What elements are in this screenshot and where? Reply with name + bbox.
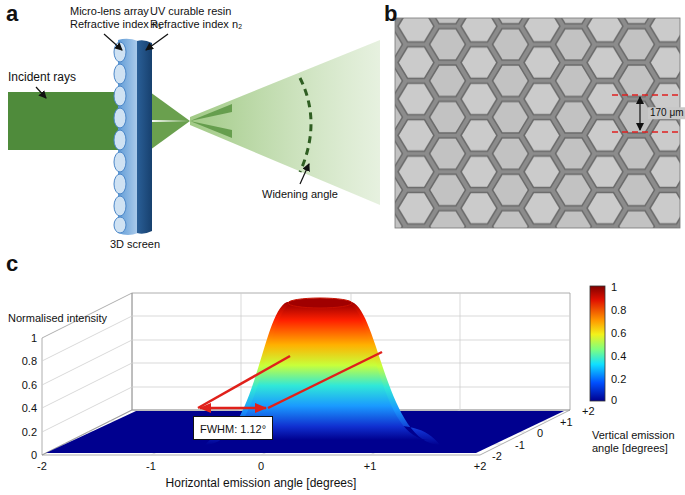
axis-tick: 0.2 <box>22 426 37 439</box>
axis-tick: +1 <box>560 416 573 429</box>
axis-title: Normalised intensity <box>8 312 107 325</box>
incident-beam <box>8 92 123 150</box>
axis-tick: 0 <box>258 460 264 473</box>
axis-tick: 0.6 <box>22 379 37 392</box>
colorbar-tick: 1 <box>611 281 617 294</box>
axis-tick: -1 <box>146 460 156 473</box>
part-name: Micro-lens array <box>70 5 149 18</box>
axis-tick: 0.8 <box>22 355 37 368</box>
colorbar-tick: 0.6 <box>611 327 626 340</box>
axis-tick: 1 <box>31 332 37 345</box>
colorbar-tick: 0.4 <box>611 350 626 363</box>
part-property: Refractive index n₁ <box>70 18 162 31</box>
axis-tick: 0.4 <box>22 402 37 415</box>
angle-arc <box>300 78 311 172</box>
part-name: UV curable resin <box>150 5 231 18</box>
focused-beam <box>150 121 190 150</box>
axis-tick: +1 <box>364 460 377 473</box>
colorbar-tick: 0 <box>611 394 617 407</box>
part-name: Incident rays <box>8 71 76 85</box>
axis-tick: -2 <box>37 460 47 473</box>
panel-letter: b <box>384 1 397 26</box>
part-name: Widening angle <box>262 188 338 201</box>
dimension-label: 170 μm <box>648 107 685 119</box>
panel-letter: a <box>6 1 18 26</box>
panel-letter: c <box>6 251 18 276</box>
screen-schematic <box>8 34 380 235</box>
axis-tick: 0 <box>31 449 37 462</box>
part-name: 3D screen <box>110 238 160 251</box>
colorbar-tick: 0.8 <box>611 304 626 317</box>
part-property: Refractive index n₂ <box>150 18 242 31</box>
axis-title: Horizontal emission angle [degrees] <box>166 477 357 491</box>
axis-tick: -1 <box>515 439 525 452</box>
leader-arrow <box>104 34 122 50</box>
leader-arrow <box>36 87 46 98</box>
annotation-box: FWHM: 1.12° <box>193 416 273 440</box>
leader-arrow <box>300 164 309 184</box>
resin-layer <box>137 40 152 233</box>
axis-tick: +2 <box>582 405 595 418</box>
axis-tick: +2 <box>474 460 487 473</box>
leader-arrow <box>146 34 168 50</box>
surface-plot <box>42 286 605 455</box>
colorbar-tick: 0.2 <box>611 373 626 386</box>
micrograph <box>395 18 680 228</box>
focused-beam <box>150 92 190 121</box>
axis-title: Vertical emission angle [degrees] <box>592 429 680 454</box>
widened-beam <box>190 40 380 205</box>
axis-tick: -2 <box>492 450 502 463</box>
annotation-text: FWHM: 1.12° <box>200 423 266 435</box>
axis-tick: 0 <box>537 427 543 440</box>
